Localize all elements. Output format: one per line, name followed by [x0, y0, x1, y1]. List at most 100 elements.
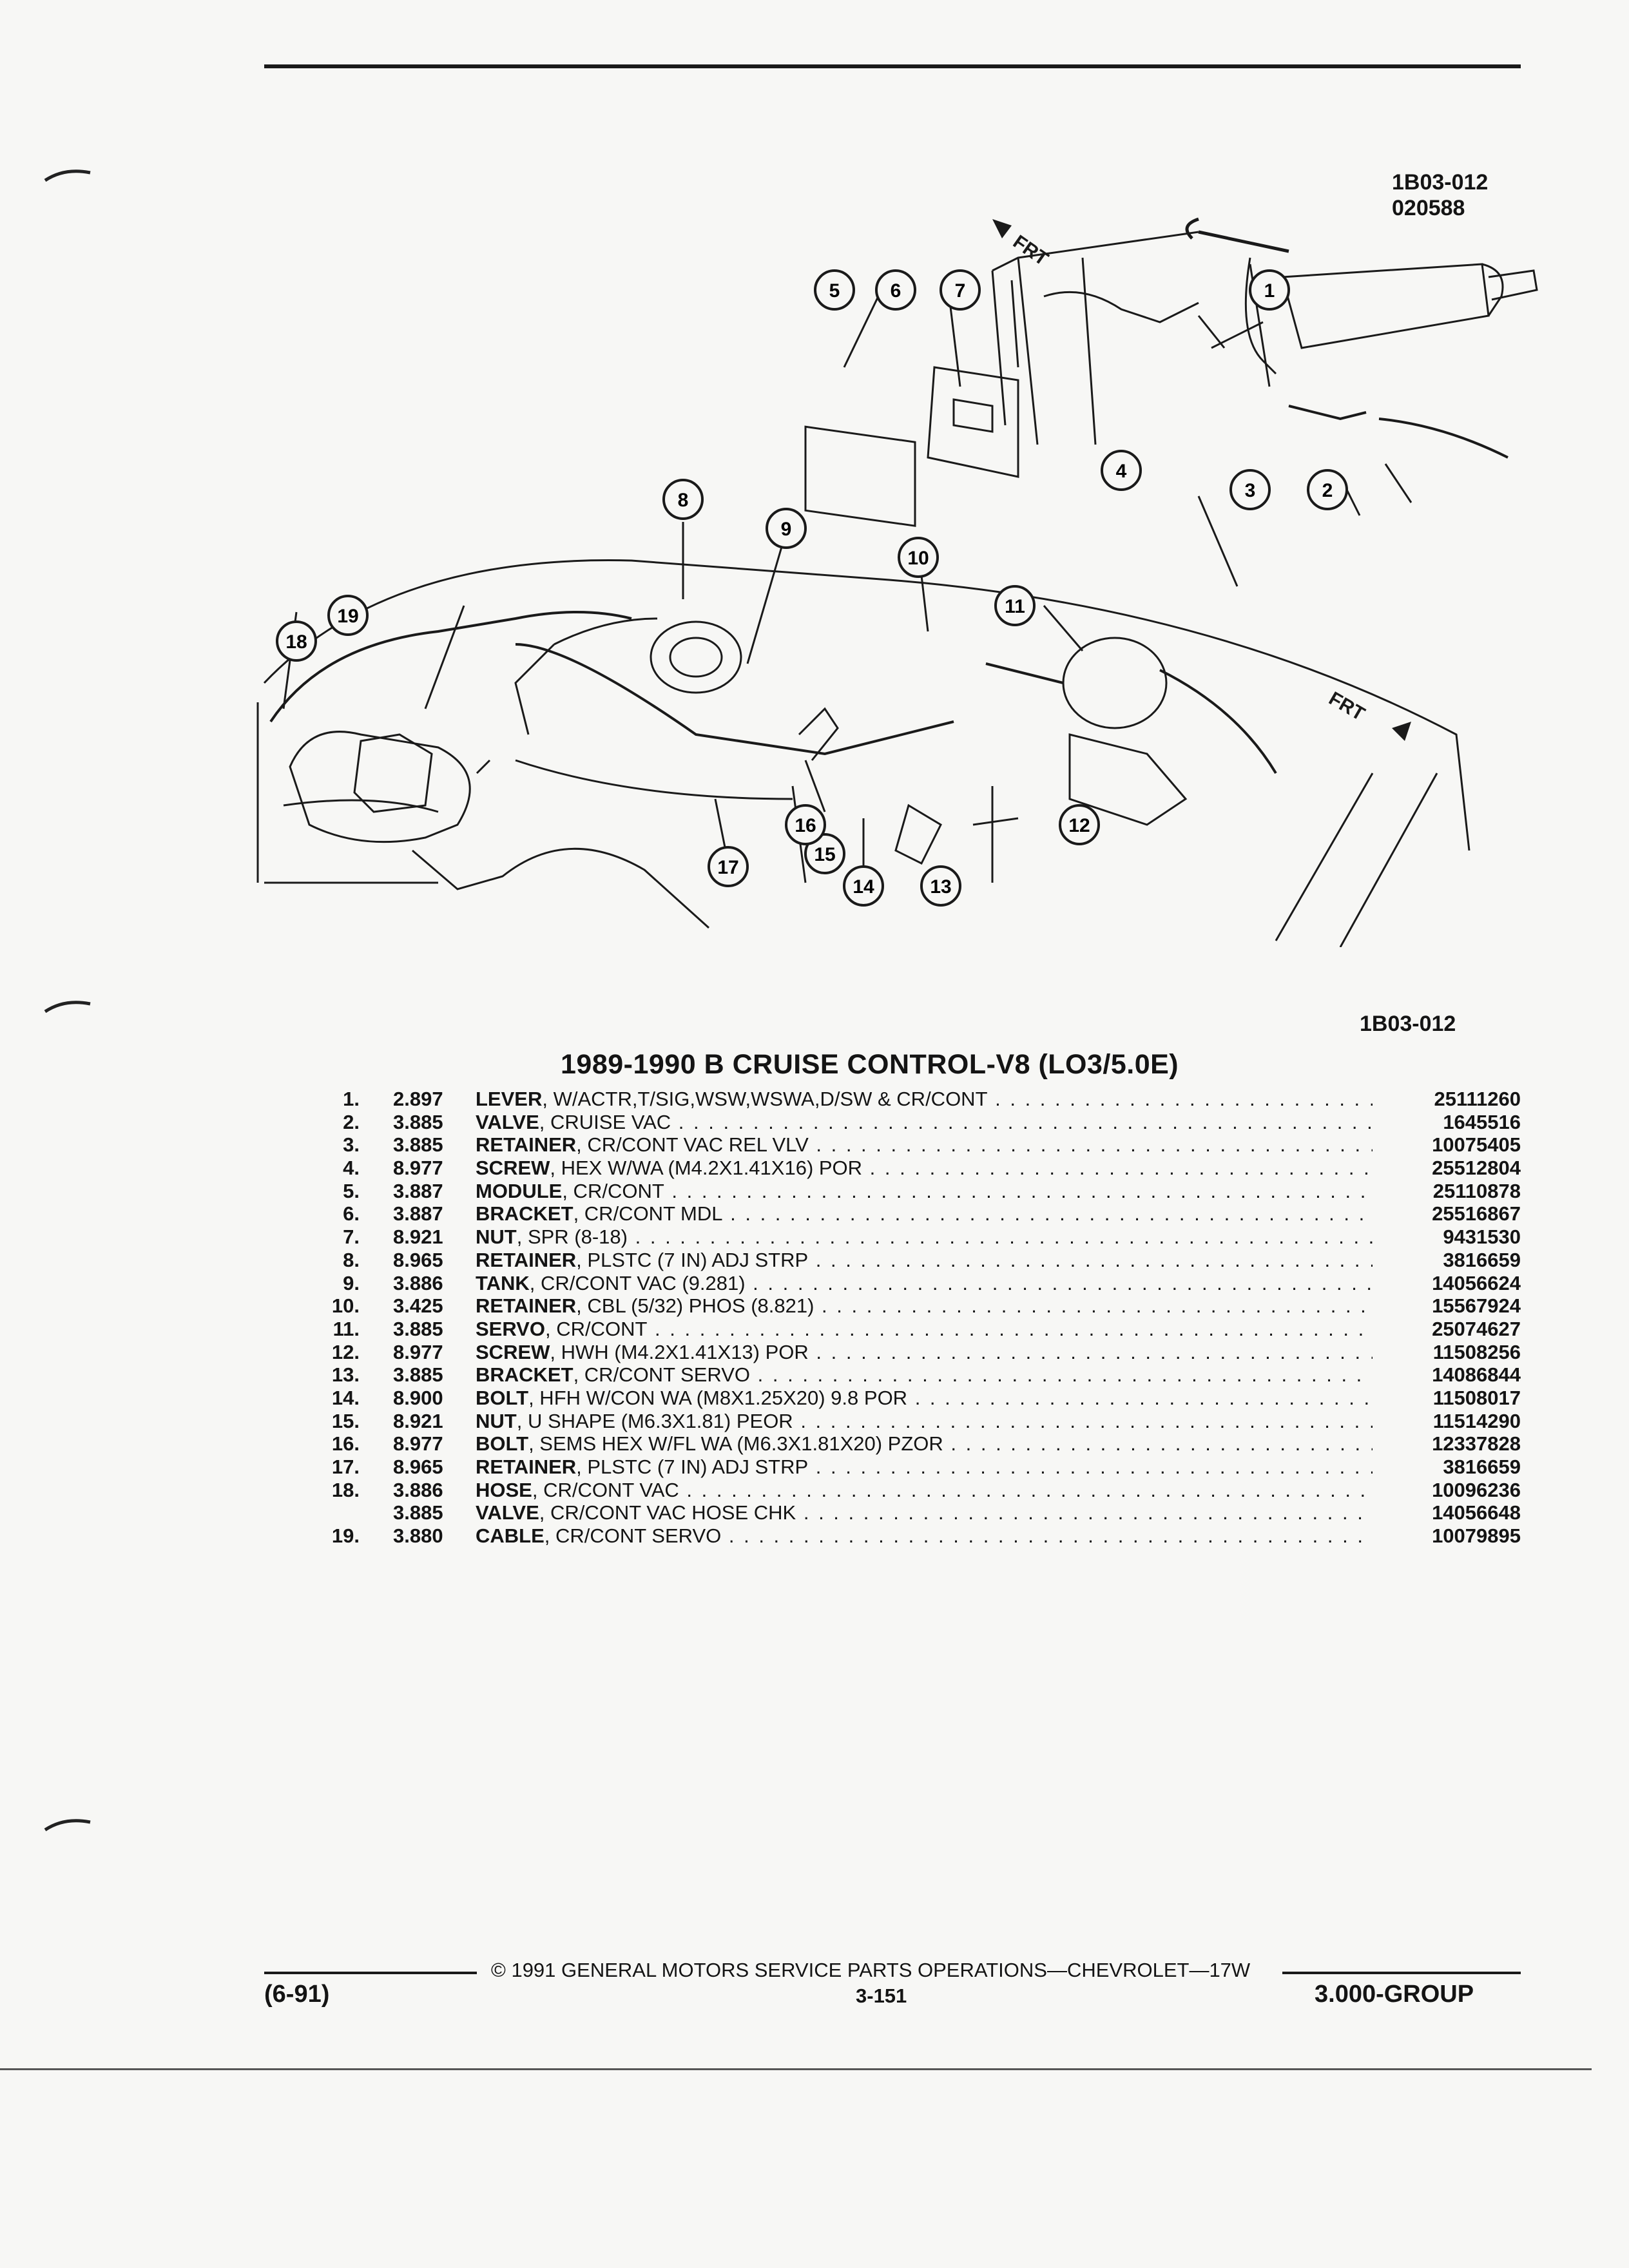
callout-10: 10 — [898, 537, 939, 578]
group-code: 3.886 — [393, 1478, 443, 1501]
callout-circle — [766, 508, 807, 549]
part-spec: , CR/CONT VAC (9.281) — [529, 1271, 746, 1294]
callout-circle — [920, 865, 961, 907]
callout-4: 4 — [1101, 450, 1142, 491]
part-number: 25111260 — [1434, 1088, 1521, 1110]
part-spec: , HWH (M4.2X1.41X13) POR — [550, 1340, 809, 1363]
part-name: HOSE — [476, 1478, 532, 1501]
callout-number: 19 — [337, 606, 358, 627]
part-number: 14086844 — [1432, 1363, 1521, 1387]
callout-5: 5 — [814, 269, 855, 311]
part-number: 11508017 — [1432, 1386, 1521, 1409]
part-description: BOLT, SEMS HEX W/FL WA (M6.3X1.81X20) PZ… — [476, 1432, 1373, 1456]
callout-number: 10 — [907, 548, 929, 569]
callout-14: 14 — [843, 865, 884, 907]
part-spec: , CR/CONT — [562, 1179, 664, 1202]
callout-circle — [1059, 804, 1100, 845]
callout-number: 18 — [285, 631, 307, 653]
part-description: SCREW, HEX W/WA (M4.2X1.41X16) POR — [476, 1157, 1373, 1180]
item-number: 14. — [331, 1386, 360, 1409]
part-spec: , W/ACTR,T/SIG,WSW,WSWA,D/SW & CR/CONT — [542, 1088, 988, 1110]
part-number: 25074627 — [1432, 1317, 1521, 1340]
callout-number: 5 — [829, 280, 840, 302]
callout-circle — [662, 479, 704, 520]
part-spec: , PLSTC (7 IN) ADJ STRP — [576, 1248, 809, 1271]
part-description: BRACKET, CR/CONT MDL — [476, 1202, 1373, 1225]
revision-date: (6-91) — [264, 1981, 330, 2008]
callout-circle — [785, 804, 826, 845]
frt-label-upper: FRT — [1009, 231, 1052, 270]
callout-12: 12 — [1059, 804, 1100, 845]
part-spec: , U SHAPE (M6.3X1.81) PEOR — [516, 1409, 793, 1432]
part-number: 25516867 — [1432, 1202, 1521, 1225]
group-code: 8.965 — [393, 1248, 443, 1271]
part-spec: , CBL (5/32) PHOS (8.821) — [576, 1294, 815, 1318]
part-name: NUT — [476, 1409, 517, 1432]
part-name: SCREW — [476, 1157, 550, 1180]
callout-6: 6 — [875, 269, 916, 311]
part-description: SERVO, CR/CONT — [476, 1318, 1373, 1341]
margin-marks — [44, 169, 91, 1832]
part-spec: , CR/CONT VAC REL VLV — [576, 1133, 809, 1157]
page-number: 3-151 — [856, 1984, 907, 2007]
part-name: RETAINER — [476, 1456, 577, 1478]
part-name: SCREW — [476, 1340, 550, 1363]
part-spec: , HFH W/CON WA (M8X1.25X20) 9.8 POR — [528, 1386, 908, 1409]
callout-number: 6 — [891, 280, 901, 302]
item-number: 9. — [343, 1271, 360, 1294]
callout-9: 9 — [766, 508, 807, 549]
servo-cable — [515, 643, 954, 756]
item-number: 17. — [331, 1456, 360, 1478]
group-code: 8.921 — [393, 1225, 443, 1249]
callout-number: 13 — [930, 876, 951, 898]
group-code: 8.977 — [393, 1157, 443, 1180]
item-number: 18. — [331, 1478, 360, 1501]
group-code: 3.887 — [393, 1202, 443, 1225]
part-number: 12337828 — [1432, 1432, 1521, 1456]
part-name: NUT — [476, 1225, 517, 1249]
group-code: 2.897 — [393, 1088, 443, 1110]
group-code: 8.977 — [393, 1432, 443, 1456]
group-code: 8.965 — [393, 1456, 443, 1478]
footer-rule-left — [264, 1972, 477, 1974]
part-number: 14056648 — [1432, 1501, 1521, 1524]
callout-13: 13 — [920, 865, 961, 907]
figure-bottom-code: 1B03-012 — [1360, 1012, 1456, 1036]
callout-3: 3 — [1229, 469, 1271, 510]
part-number: 1645516 — [1443, 1110, 1521, 1133]
part-description: BOLT, HFH W/CON WA (M8X1.25X20) 9.8 POR — [476, 1387, 1373, 1410]
part-description: TANK, CR/CONT VAC (9.281) — [476, 1272, 1373, 1295]
part-name: BOLT — [476, 1386, 529, 1409]
part-spec: , CR/CONT SERVO — [544, 1524, 722, 1548]
part-spec: , HEX W/WA (M4.2X1.41X16) POR — [550, 1157, 863, 1180]
item-number: 11. — [333, 1317, 360, 1340]
item-number: 16. — [331, 1432, 360, 1456]
part-description: SCREW, HWH (M4.2X1.41X13) POR — [476, 1341, 1373, 1364]
group-code: 3.885 — [393, 1501, 443, 1524]
callout-number: 11 — [1005, 596, 1025, 617]
callout-number: 14 — [853, 876, 874, 898]
part-name: BOLT — [476, 1432, 529, 1456]
part-number: 10075405 — [1432, 1133, 1521, 1157]
callout-circle — [994, 585, 1036, 626]
callout-number: 12 — [1068, 815, 1090, 836]
group-code: 8.900 — [393, 1386, 443, 1409]
group-code: 3.880 — [393, 1524, 443, 1548]
part-spec: , CR/CONT — [545, 1317, 648, 1340]
part-number: 10079895 — [1432, 1524, 1521, 1548]
figure-code: 1B03-012 — [1392, 170, 1489, 195]
part-description: BRACKET, CR/CONT SERVO — [476, 1363, 1373, 1387]
frt-arrows: FRT FRT — [992, 219, 1411, 741]
part-spec: , CR/CONT SERVO — [573, 1363, 751, 1387]
callout-circle — [1307, 469, 1348, 510]
